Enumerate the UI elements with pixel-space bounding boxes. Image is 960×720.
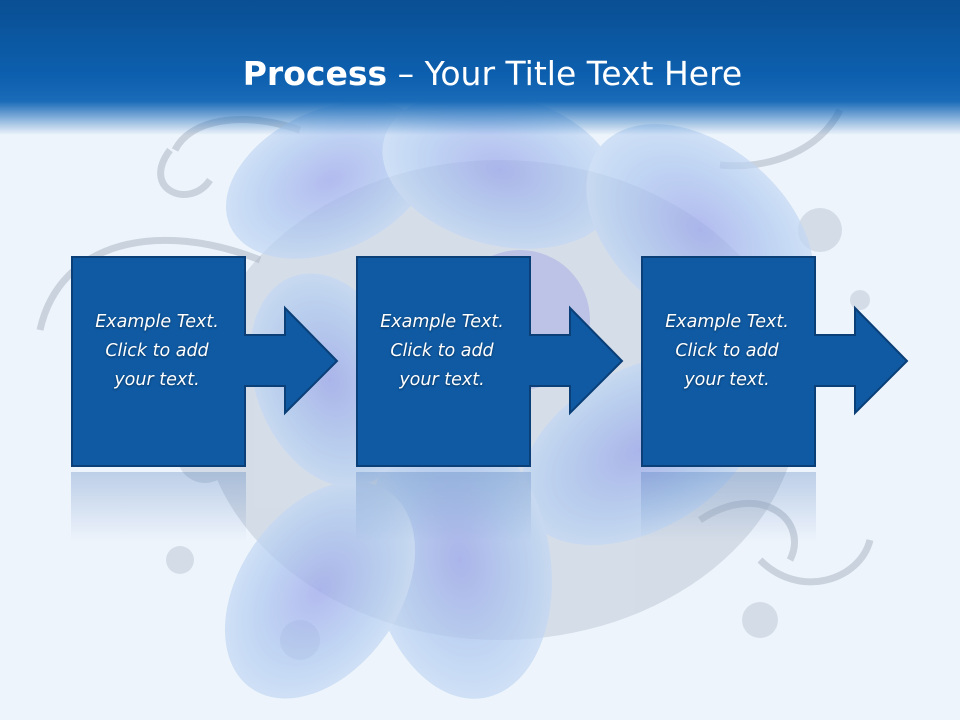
process-step-3[interactable]: Example Text. Click to add your text. <box>641 256 909 467</box>
slide-title[interactable]: Process – Your Title Text Here <box>0 52 960 96</box>
step-1-text: Example Text. Click to add your text. <box>95 312 219 390</box>
step-2-reflection <box>356 472 531 542</box>
step-arrow-shape <box>641 256 909 467</box>
step-3-reflection <box>641 472 816 542</box>
step-1-reflection <box>71 472 246 542</box>
process-step-2[interactable]: Example Text. Click to add your text. <box>356 256 624 467</box>
process-step-1[interactable]: Example Text. Click to add your text. <box>71 256 339 467</box>
step-arrow-shape <box>71 256 339 467</box>
title-bold: Process <box>242 54 388 93</box>
title-rest: – Your Title Text Here <box>387 54 743 93</box>
step-2-text: Example Text. Click to add your text. <box>380 312 504 390</box>
step-arrow-shape <box>356 256 624 467</box>
title-bar <box>0 0 960 135</box>
step-3-text: Example Text. Click to add your text. <box>665 312 789 390</box>
